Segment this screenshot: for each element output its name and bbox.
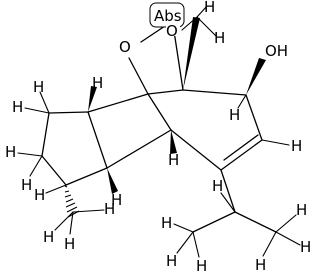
bond-c7-c8: [182, 89, 247, 96]
bond-c8-h: [237, 94, 247, 109]
bond-ipr-me-b: [234, 211, 277, 233]
bond-me1-h2: [72, 209, 105, 213]
bond-c6-o1: [128, 57, 149, 95]
bond-o2-c7: [173, 30, 184, 91]
h-c1-a: H: [33, 78, 44, 96]
bond-me7-h1: [196, 5, 208, 18]
h-mea-c: H: [196, 257, 207, 273]
bond-c9-c10: [220, 139, 263, 171]
bond-c10-c11: [170, 129, 222, 171]
bond-c1-h2: [24, 107, 50, 114]
atom-o2: O: [166, 22, 178, 40]
h-meb-a: H: [255, 256, 266, 273]
h-mea-a: H: [161, 214, 172, 232]
h-meb-c: H: [300, 238, 311, 256]
bond-meb-h2: [275, 214, 297, 233]
bond-c5-h2: [29, 155, 43, 177]
wedge-c11-h: [170, 130, 177, 154]
h-c5-a: H: [5, 143, 16, 161]
h-c3: H: [111, 191, 122, 209]
h-ipr: H: [212, 177, 223, 195]
h-c4: H: [34, 186, 45, 204]
bond-me7-h2: [196, 16, 217, 37]
bond-c6-c11: [147, 93, 172, 131]
bond-c6-c7: [147, 89, 184, 95]
h-c5-b: H: [21, 176, 32, 194]
bond-c8-c9: [245, 94, 263, 141]
bond-c9-c10-double: [223, 134, 259, 161]
bond-c1-h1: [39, 91, 50, 114]
bond-mea-h3: [192, 231, 200, 258]
wedge-c8-oh: [246, 58, 266, 95]
h-c11: H: [168, 151, 179, 169]
bond-ipr-me-a: [192, 211, 236, 233]
bond-c2-c6: [87, 93, 149, 113]
h-c9: H: [291, 137, 302, 155]
bond-meb-h1: [262, 231, 277, 257]
h-c2: H: [92, 74, 103, 92]
bond-mea-h1: [173, 223, 194, 233]
hydrogen-bonds: [17, 5, 301, 258]
bond-meb-h3: [275, 231, 301, 246]
bond-me7-h3: [181, 16, 198, 31]
h-me1-c: H: [64, 235, 75, 253]
bond-c1-c5: [41, 112, 50, 157]
h-meb-b: H: [296, 201, 307, 219]
bond-me1-h1: [54, 211, 74, 231]
stereo-bonds: [64, 17, 266, 218]
bond-c4-h: [45, 184, 67, 194]
wedge-c2-h: [88, 86, 97, 112]
atom-o1: O: [119, 38, 131, 56]
bond-c5-c4: [41, 155, 67, 186]
abs-label: Abs: [154, 7, 182, 25]
h-me7-b: H: [214, 29, 225, 47]
ring-bonds: [41, 23, 263, 186]
bond-c11-c3: [106, 129, 172, 169]
atom-labels: Abs O O OH H H H H H H H H H H H H H H H…: [5, 0, 311, 273]
bond-c5-h1: [17, 152, 43, 157]
bond-c10-ipr: [220, 169, 236, 213]
bond-ipr-h: [220, 192, 236, 213]
h-mea-b: H: [166, 252, 177, 270]
h-me1-b: H: [104, 200, 115, 218]
bond-c1-c2: [48, 111, 89, 114]
bond-c9-h: [261, 139, 290, 146]
h-c1-b: H: [12, 98, 23, 116]
h-c8: H: [229, 106, 240, 124]
h-me7-a: H: [204, 0, 215, 16]
bond-c4-c3: [65, 167, 108, 186]
wedge-c7-me: [183, 17, 200, 90]
h-me1-a: H: [43, 228, 54, 246]
bond-mea-h2: [176, 231, 194, 254]
bond-c2-c3: [87, 111, 108, 169]
bond-me1-h3: [69, 211, 74, 235]
atom-oh: OH: [265, 42, 288, 60]
wedge-c3-h: [107, 168, 118, 194]
